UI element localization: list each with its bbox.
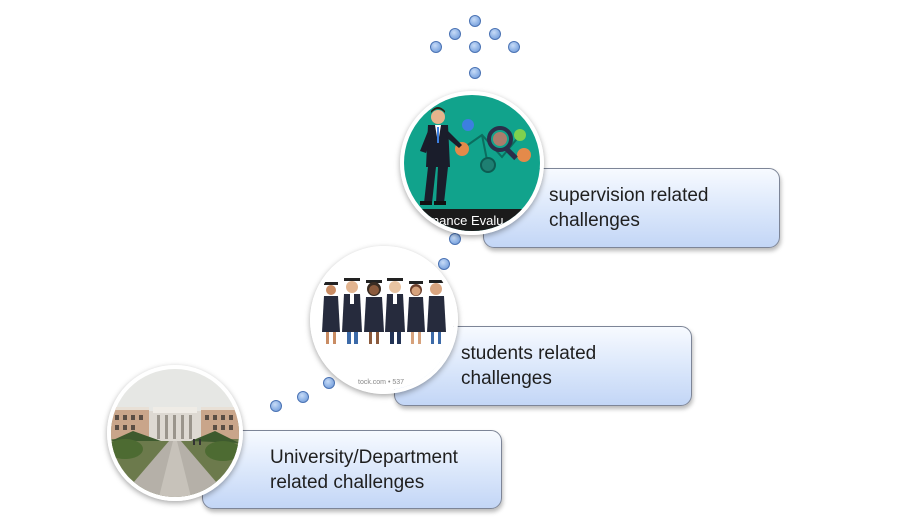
step-label-line2: challenges <box>549 210 640 231</box>
connector-dot <box>489 28 501 40</box>
graduate-figures <box>322 278 446 344</box>
step-box-supervision: supervision related challenges <box>483 168 780 248</box>
step-label-line2: related challenges <box>270 472 425 493</box>
connector-dot <box>469 15 481 27</box>
stock-watermark-text: tock.com • 537 <box>358 379 404 386</box>
businessman-figure <box>420 107 462 205</box>
connector-dot <box>270 400 282 412</box>
connector-dot <box>430 41 442 53</box>
step-label-line1: University/Department <box>270 447 458 468</box>
connector-dot <box>449 233 461 245</box>
performance-evaluation-image: rmance Evalu <box>400 91 544 235</box>
connector-dot <box>469 67 481 79</box>
connector-dot <box>469 41 481 53</box>
image-caption: rmance Evalu <box>424 213 503 228</box>
connector-dot <box>508 41 520 53</box>
connector-dot <box>449 28 461 40</box>
step-label-line1: supervision related <box>549 185 709 206</box>
step-box-students: students related challenges <box>394 326 692 406</box>
step-box-university: University/Department related challenges <box>202 430 502 509</box>
step-label-line1: students related <box>461 343 597 364</box>
connector-dot <box>323 377 335 389</box>
step-label-line2: challenges <box>461 368 552 389</box>
connector-dot <box>438 258 450 270</box>
connector-dot <box>297 391 309 403</box>
university-building-image <box>107 365 243 501</box>
graduates-image: tock.com • 537 <box>310 246 458 394</box>
